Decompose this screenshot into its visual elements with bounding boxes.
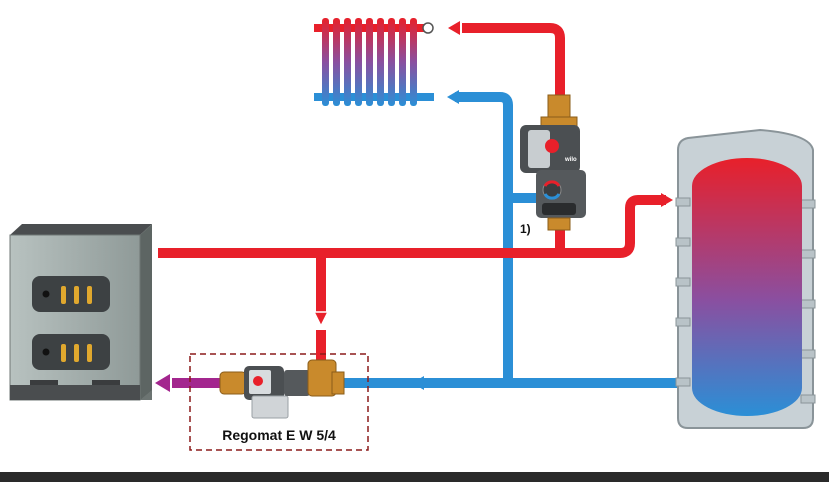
supply-arrow-down-icon xyxy=(312,311,330,328)
radiator-sections xyxy=(322,18,417,106)
radiator-supply-pipe xyxy=(462,23,565,100)
supply-arrow-radiator-icon xyxy=(448,21,460,35)
boiler-door-lower xyxy=(32,334,110,370)
pump-brand-label: wilo xyxy=(564,157,577,163)
radiator-return-pipe xyxy=(455,92,513,383)
regomat-pump-knob-icon xyxy=(253,376,263,386)
regomat-dashed-frame xyxy=(189,353,369,451)
tank-water-volume xyxy=(692,158,802,416)
radiator-vent-icon xyxy=(422,22,434,34)
boiler-door-upper xyxy=(32,276,110,312)
radiator xyxy=(314,18,434,106)
boiler-top xyxy=(10,224,152,235)
boiler xyxy=(9,224,152,401)
radiator-bottom-header xyxy=(314,93,434,101)
bottom-bar xyxy=(0,472,829,482)
supply-arrow-tank-icon xyxy=(661,193,673,207)
outlet-arrow-icon xyxy=(155,374,170,392)
return-arrow-radiator-icon xyxy=(447,90,459,104)
regomat-controller xyxy=(251,395,289,419)
boiler-base xyxy=(10,385,140,400)
main-supply-pipe xyxy=(158,195,666,258)
regomat-left-fitting xyxy=(219,371,247,395)
boiler-front xyxy=(9,234,141,401)
pump-knob-icon xyxy=(545,139,559,153)
return-arrow-main-icon xyxy=(412,376,424,390)
buffer-tank xyxy=(675,128,816,429)
pump-lower-fitting xyxy=(547,217,571,231)
pump-upper-fitting xyxy=(547,94,571,118)
regomat-group: Regomat E W 5/4 xyxy=(189,353,369,451)
regomat-label: Regomat E W 5/4 xyxy=(222,427,336,443)
pump-group-heating: wilo 1) xyxy=(520,94,586,236)
footnote-marker: 1) xyxy=(520,222,531,236)
